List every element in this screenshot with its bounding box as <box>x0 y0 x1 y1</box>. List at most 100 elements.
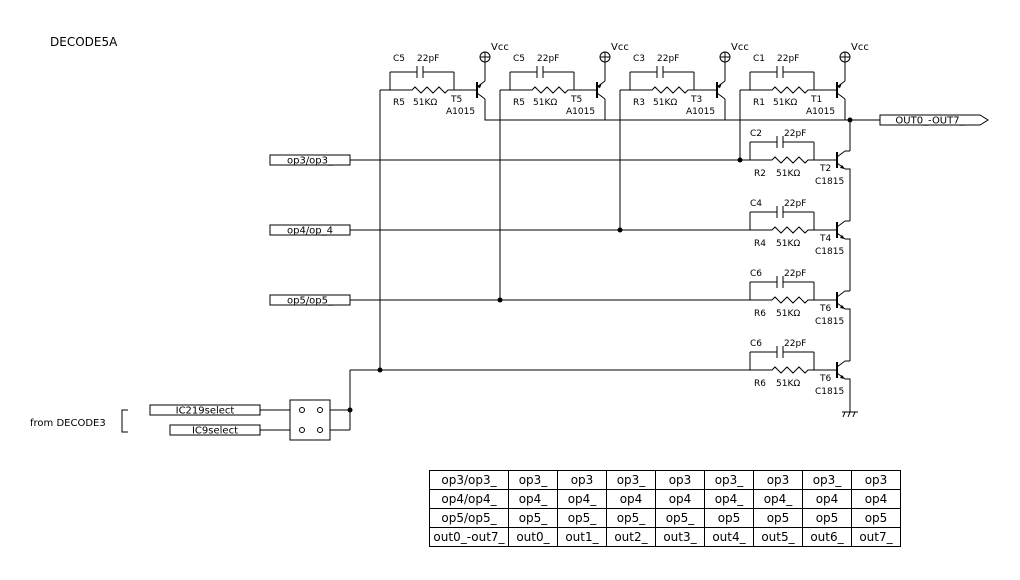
source-label: from DECODE3 <box>30 418 106 429</box>
input-label-op5-text: op5/op5_ <box>287 296 334 307</box>
truth-table-cell: op5 <box>802 508 852 528</box>
res-value: 51KΩ <box>533 98 557 108</box>
input-label-op3: op3/op3_ <box>269 154 351 167</box>
res-ref: R3 <box>633 98 645 108</box>
cap-ref: C5 <box>393 54 405 64</box>
truth-table-cell: op3_ <box>508 470 558 490</box>
part-number: A1015 <box>446 107 475 117</box>
rc-side-wires <box>509 72 575 90</box>
junction-dot <box>617 227 623 233</box>
vcc-symbol-cross <box>840 52 850 62</box>
truth-table-cell: op5_ <box>557 508 607 528</box>
ground <box>842 378 858 413</box>
rc-side-wires <box>749 282 815 300</box>
emitter-arrow <box>840 165 845 169</box>
truth-table-cell: op5 <box>851 508 901 528</box>
output-bus <box>484 106 880 121</box>
res-value: 51KΩ <box>776 309 800 319</box>
part-number: C1815 <box>815 387 844 397</box>
cap-ref: C4 <box>750 199 762 209</box>
truth-table-row-header: op5/op5_ <box>429 508 509 528</box>
cap-ref: C3 <box>633 54 645 64</box>
transistor-ref: T1 <box>810 95 822 105</box>
emitter-arrow <box>477 83 482 88</box>
collector-stubs <box>845 150 850 362</box>
jumper-pin-icon <box>299 427 305 433</box>
cap-value: 22pF <box>657 54 679 64</box>
truth-table-cell: op4_ <box>557 489 607 509</box>
res-value: 51KΩ <box>413 98 437 108</box>
resistor-symbol <box>750 296 814 304</box>
select-bus <box>349 369 750 430</box>
truth-table-cell: op3 <box>851 470 901 490</box>
vcc-label: Vcc <box>611 42 629 53</box>
rc-side-wires <box>749 352 815 370</box>
truth-table-cell: op3 <box>655 470 705 490</box>
transistor-ref: T5 <box>450 95 462 105</box>
truth-table-cell: out6_ <box>802 527 852 547</box>
capacitor-symbol <box>750 136 814 148</box>
cap-value: 22pF <box>777 54 799 64</box>
truth-table-cell: op5 <box>704 508 754 528</box>
res-ref: R5 <box>393 98 405 108</box>
cap-value: 22pF <box>784 129 806 139</box>
emitter-arrow <box>597 83 602 88</box>
source-bracket <box>121 409 128 433</box>
cap-value: 22pF <box>784 199 806 209</box>
stage4-base-bus <box>739 89 750 161</box>
cap-ref: C5 <box>513 54 525 64</box>
rc-side-wires <box>389 72 455 90</box>
res-value: 51KΩ <box>776 169 800 179</box>
emitter-arrow <box>837 83 842 88</box>
input-label-op4-text: op4/op_4 <box>287 226 333 237</box>
truth-table-cell: out3_ <box>655 527 705 547</box>
input-label-op3-text: op3/op3_ <box>287 156 334 167</box>
output-label-text: OUT0_-OUT7_ <box>895 116 965 127</box>
resistor-symbol <box>510 86 574 94</box>
res-ref: R2 <box>754 169 766 179</box>
truth-table-cell: op4 <box>802 489 852 509</box>
cap-value: 22pF <box>417 54 439 64</box>
truth-table-cell: op3 <box>557 470 607 490</box>
truth-table-cell: op3_ <box>606 470 656 490</box>
transistor-legs <box>836 80 846 100</box>
transistor-legs <box>716 80 726 100</box>
transistor-legs <box>836 150 846 170</box>
part-number: C1815 <box>815 317 844 327</box>
truth-table-cell: op4_ <box>508 489 558 509</box>
truth-table-cell: out2_ <box>606 527 656 547</box>
res-value: 51KΩ <box>653 98 677 108</box>
col-link-2 <box>845 238 851 291</box>
truth-table-cell: op4 <box>655 489 705 509</box>
stage3-base-bus <box>619 89 630 230</box>
res-ref: R4 <box>754 239 766 249</box>
emitter-arrow <box>840 375 845 379</box>
capacitor-symbol <box>390 66 454 78</box>
truth-table-cell: op3_ <box>704 470 754 490</box>
truth-table-cell: op4 <box>851 489 901 509</box>
jumper-pin-icon <box>299 407 305 413</box>
rc-side-wires <box>749 142 815 160</box>
output-label: OUT0_-OUT7_ <box>879 114 989 127</box>
select-label-ic219: IC219select <box>149 404 261 417</box>
emitter-arrow <box>717 83 722 88</box>
vcc-symbol-cross <box>480 52 490 62</box>
rc-side-wires <box>749 212 815 230</box>
cap-ref: C6 <box>750 339 762 349</box>
part-number: C1815 <box>815 247 844 257</box>
res-ref: R1 <box>753 98 765 108</box>
truth-table-row-header: out0_-out7_ <box>429 527 509 547</box>
res-value: 51KΩ <box>776 379 800 389</box>
capacitor-symbol <box>750 206 814 218</box>
res-value: 51KΩ <box>773 98 797 108</box>
ground-icon <box>842 411 856 418</box>
res-ref: R6 <box>754 379 766 389</box>
transistor-ref: T2 <box>819 164 831 174</box>
vcc-label: Vcc <box>731 42 749 53</box>
capacitor-symbol <box>750 276 814 288</box>
emitter-arrow <box>840 305 845 309</box>
